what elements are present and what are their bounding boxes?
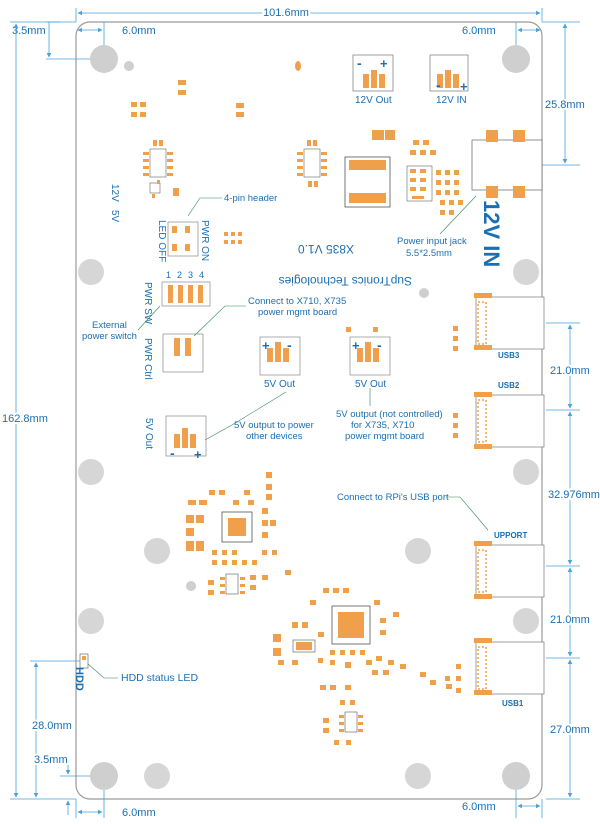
annot-5v-2: other devices [246,431,303,442]
annot-5v-1: 5V output to power [234,420,314,431]
power-jack [471,130,543,198]
ic-mid [297,148,327,178]
connector-12v-out [352,54,394,92]
ic-usb-hub [331,605,371,645]
annot-rpi-usb: Connect to RPi's USB port [337,492,449,503]
annot-nc-1: 5V output (not controlled) [336,409,443,420]
ic-left [143,148,173,178]
hole [78,459,104,485]
hole [513,459,539,485]
dim-tl-x: 6.0mm [122,25,156,37]
dim-usb-4: 27.0mm [550,724,590,736]
ic-small-bottom [339,711,363,733]
usb1-connector [474,638,545,695]
svg-text:+: + [460,79,468,94]
label-led-off: LED OFF [156,220,167,262]
usb2-connector [474,392,545,449]
connector-12v-in [429,54,469,92]
annot-nc-2: for X735, X710 [351,420,414,431]
annot-4pin: 4-pin header [224,193,277,204]
label-5v-out-b: 5V Out [355,379,386,390]
dim-tr-x: 6.0mm [462,25,496,37]
annot-x710-1: Connect to X710, X735 [248,296,346,307]
svg-text:-: - [357,55,362,71]
label-pwr-sw: PWR SW [142,282,153,325]
hole [78,259,104,285]
annot-jack-1: Power input jack [397,236,467,247]
dim-bl-x: 6.0mm [122,807,156,819]
hole [144,538,170,564]
dim-usb-3: 21.0mm [550,614,590,626]
annot-ext-2: power switch [82,331,137,342]
small-hole [124,61,134,71]
svg-text:+: + [194,447,202,462]
dim-usb-1: 21.0mm [550,365,590,377]
mount-hole-bl [90,762,118,790]
ic-power [406,165,433,202]
label-12v: 12V [109,184,120,202]
label-usb2: USB2 [498,381,520,390]
dim-width: 101.6mm [263,7,309,19]
dim-tl-y: 3.5mm [12,25,46,37]
mount-hole-br [502,762,530,790]
label-pwr-on: PWR ON [199,220,210,261]
label-12v-in-big: 12V IN [479,200,504,267]
label-5v-out-a: 5V Out [264,379,295,390]
hole [513,259,539,285]
connector-5v-out-left [165,415,207,457]
annot-ext-1: External [92,320,127,331]
mount-hole-tl [90,45,118,73]
ic-small-center [220,573,245,595]
label-usb1: USB1 [502,699,524,708]
svg-text:+: + [352,338,360,353]
board-maker: SupTronics Technologies [279,274,412,288]
upport-connector [474,541,545,599]
svg-text:+: + [262,338,270,353]
annot-hdd-led: HDD status LED [121,672,198,684]
pwr-ctrl-header [162,333,204,373]
svg-text:-: - [287,337,292,353]
dim-bl-y: 3.5mm [34,754,68,766]
oval-pad [295,61,301,71]
ic-cluster-left [186,472,277,565]
mount-hole-tr [502,45,530,73]
hole [513,608,539,634]
label-12v-out: 12V Out [355,95,392,106]
small-hole [186,581,196,591]
connector-5v-out-b [349,336,391,376]
label-5v: 5V [109,210,120,223]
svg-text:-: - [377,337,382,353]
label-usb3: USB3 [498,351,520,360]
connector-5v-out-a [259,336,301,376]
hole [144,763,170,789]
inductor [344,156,391,208]
pwr-sw-header [161,281,211,307]
label-12v-in: 12V IN [436,95,467,106]
label-5v-out-left: 5V Out [143,418,154,449]
hole [78,608,104,634]
dim-usb-2: 32.976mm [548,489,600,501]
svg-text:-: - [170,445,175,461]
dim-jack: 25.8mm [545,99,585,111]
hole [405,538,431,564]
label-upport: UPPORT [494,531,527,540]
usb3-connector [474,293,545,350]
small-hole [419,288,429,298]
hdd-led [79,653,89,669]
dim-height: 162.8mm [2,413,48,425]
svg-text:+: + [380,56,388,71]
annot-nc-3: power mgmt board [345,431,424,442]
header-4pin [167,221,199,257]
label-pwr-ctrl: PWR Ctrl [142,338,153,380]
dim-hdd: 28.0mm [32,720,72,732]
label-hdd: HDD [73,667,85,691]
dim-br-x: 6.0mm [462,801,496,813]
svg-text:-: - [436,77,441,93]
board-name: X835 V1.0 [298,242,354,256]
annot-jack-2: 5.5*2.5mm [406,248,452,259]
hole [405,763,431,789]
annot-x710-2: power mgmt board [258,307,337,318]
